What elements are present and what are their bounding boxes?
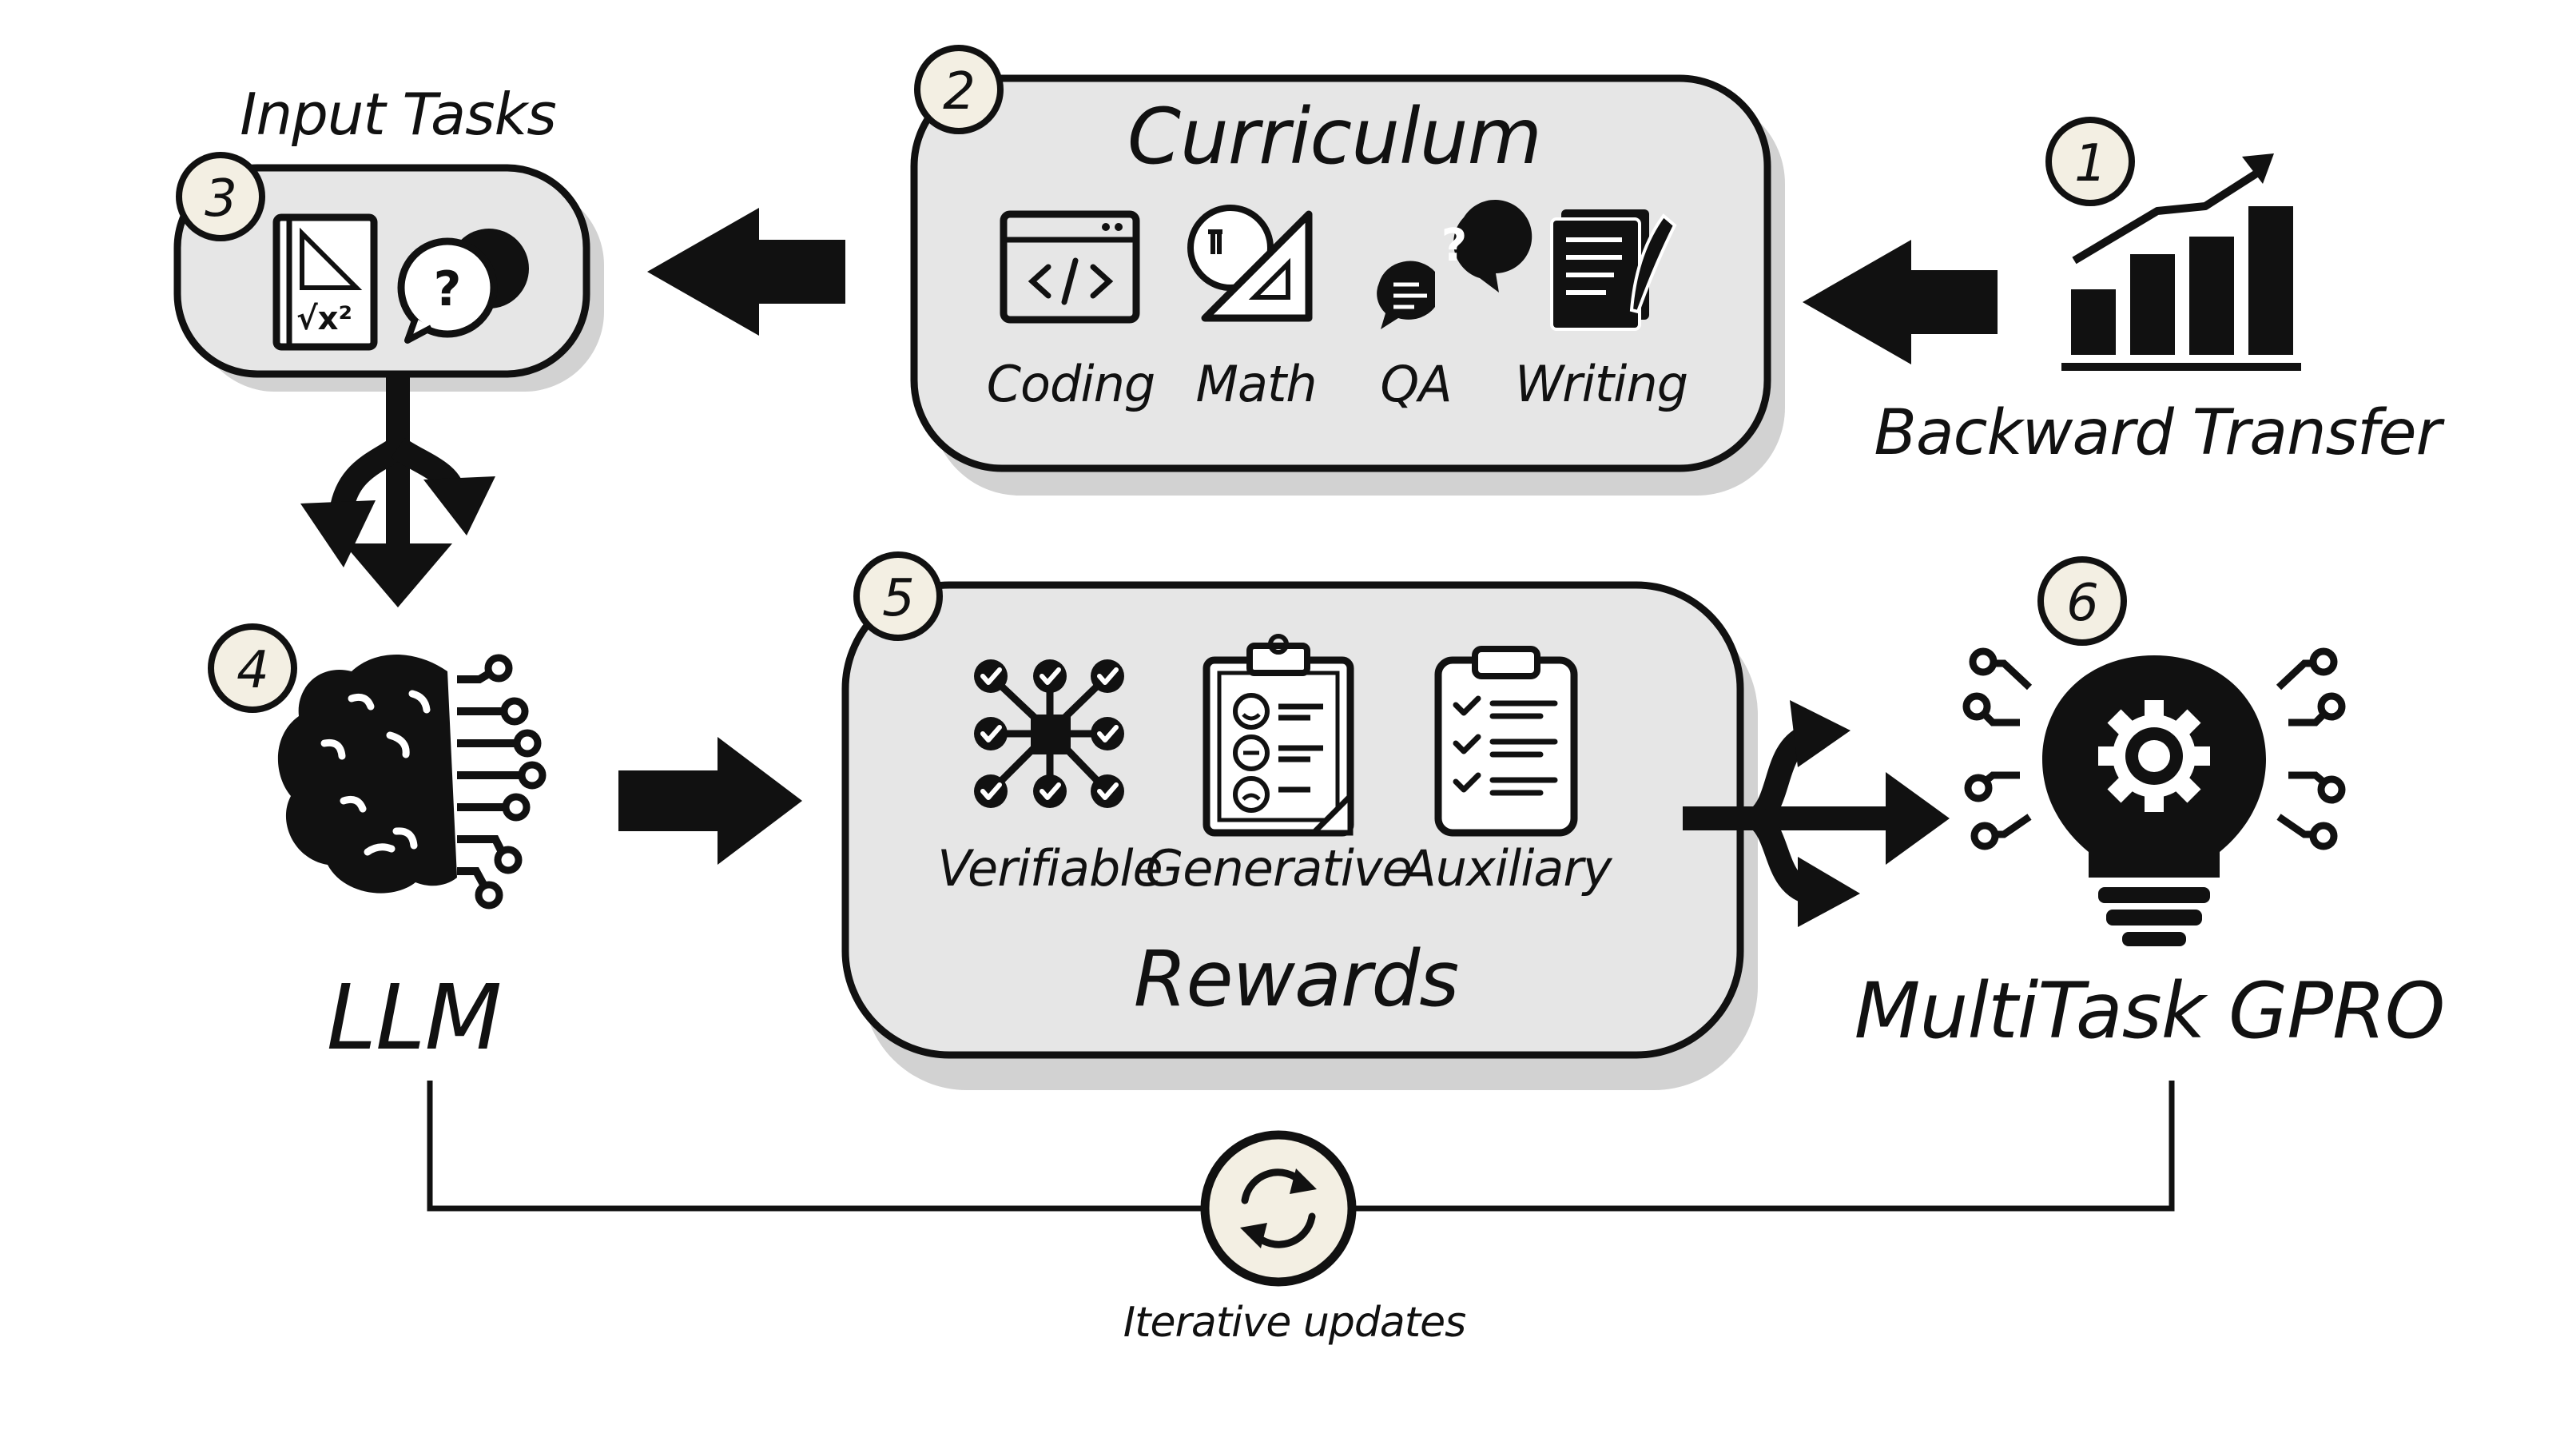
feedback-clipboard-icon <box>1203 634 1354 837</box>
question-bubbles-icon: ? <box>397 229 529 344</box>
math-ruler-icon <box>1187 205 1313 322</box>
curriculum-item-qa-label: QA <box>1380 355 1451 413</box>
iterative-updates-label: Iterative updates <box>1123 1299 1465 1347</box>
gear-lightbulb-icon <box>1966 651 2342 946</box>
arrow-rewards-to-gpro-head-main <box>1886 772 1950 865</box>
step-6-badge <box>2037 556 2127 646</box>
step-4-badge-number: 4 <box>237 641 268 700</box>
svg-text:?: ? <box>1441 220 1467 272</box>
svg-text:?: ? <box>434 261 462 317</box>
checklist-clipboard-icon <box>1434 646 1578 837</box>
arrow-input-tasks-to-llm-head-right <box>423 476 495 535</box>
backward-transfer-label: Backward Transfer <box>1874 397 2445 469</box>
arrow-rewards-to-gpro-head-down <box>1798 857 1860 927</box>
curriculum-box <box>910 74 1771 472</box>
svg-text:√x²: √x² <box>296 301 352 337</box>
arrow-rewards-to-gpro-head-up <box>1790 700 1851 767</box>
curriculum-item-writing-label: Writing <box>1515 355 1688 413</box>
curriculum-item-math-label: Math <box>1195 355 1316 413</box>
refresh-cycle-icon <box>1240 1168 1317 1248</box>
arrow-backward-transfer-to-curriculum <box>1803 240 1998 364</box>
step-4-badge <box>208 623 297 713</box>
check-network-icon <box>974 659 1124 808</box>
math-book-icon: √x² <box>272 213 378 351</box>
circuit-brain-icon <box>277 655 543 906</box>
arrow-input-tasks-to-llm-head-main <box>344 543 452 607</box>
code-window-icon <box>1000 210 1140 324</box>
step-1-badge-number: 1 <box>2074 134 2106 193</box>
step-6-badge-number: 6 <box>2066 574 2098 633</box>
input-tasks-title: Input Tasks <box>240 81 556 148</box>
rewards-title: Rewards <box>1134 934 1459 1024</box>
iterative-loop-circle <box>1200 1130 1357 1287</box>
reward-item-auxiliary-label: Auxiliary <box>1399 839 1613 898</box>
step-5-badge <box>853 551 943 641</box>
curriculum-item-coding-label: Coding <box>987 355 1155 413</box>
multitask-gpro-label: MultiTask GPRO <box>1854 966 2445 1056</box>
step-3-badge <box>176 152 265 241</box>
step-2-badge <box>914 45 1004 134</box>
reward-item-generative-label: Generative <box>1145 839 1411 898</box>
curriculum-title: Curriculum <box>1127 92 1541 181</box>
step-3-badge-number: 3 <box>205 169 237 229</box>
step-5-badge-number: 5 <box>882 569 914 628</box>
llm-label: LLM <box>327 966 501 1070</box>
bar-chart-growth-icon <box>2061 153 2301 371</box>
reward-item-verifiable-label: Verifiable <box>937 839 1162 898</box>
arrow-curriculum-to-input-tasks <box>647 208 845 336</box>
question-chat-icon: ? <box>1377 200 1532 329</box>
arrow-llm-to-rewards <box>618 737 802 865</box>
document-quill-icon <box>1550 209 1677 331</box>
arrow-input-tasks-to-llm-head-left <box>300 500 376 567</box>
step-2-badge-number: 2 <box>943 62 975 121</box>
step-1-badge <box>2045 117 2135 206</box>
